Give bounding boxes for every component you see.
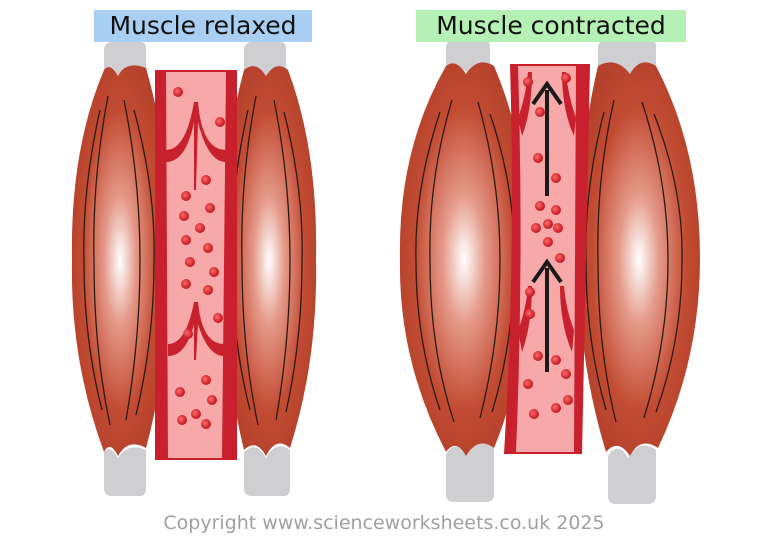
copyright-notice: Copyright www.scienceworksheets.co.uk 20… [163,512,605,534]
valve-lower-open-right [560,286,574,352]
arrow-up-lower [531,258,563,372]
arrow-up-upper [531,80,563,196]
tendon-top-right-b [598,40,656,74]
relaxed-diagram [71,42,317,496]
vein-contracted [504,64,590,454]
blood-cells-relaxed [173,87,225,429]
valve-lower-open-left [518,286,532,352]
valve-lower-closed [168,302,224,360]
tendon-bottom-left-b [244,446,290,496]
muscle-right-2 [578,62,700,457]
tendon-bottom-right-b [608,445,656,504]
label-muscle-contracted: Muscle contracted [416,10,686,42]
valve-upper-closed [166,102,226,190]
valve-upper-open-left [518,72,532,136]
blood-cells-contracted [523,73,573,419]
contracted-diagram [399,40,700,504]
tendon-bottom-left-a [104,447,146,496]
muscle-left-2 [222,66,317,457]
muscle-left-1 [71,65,169,456]
vein-relaxed [155,70,237,460]
valve-upper-open-right [562,72,576,136]
label-muscle-relaxed: Muscle relaxed [94,10,312,42]
tendon-bottom-right-a [446,443,494,502]
